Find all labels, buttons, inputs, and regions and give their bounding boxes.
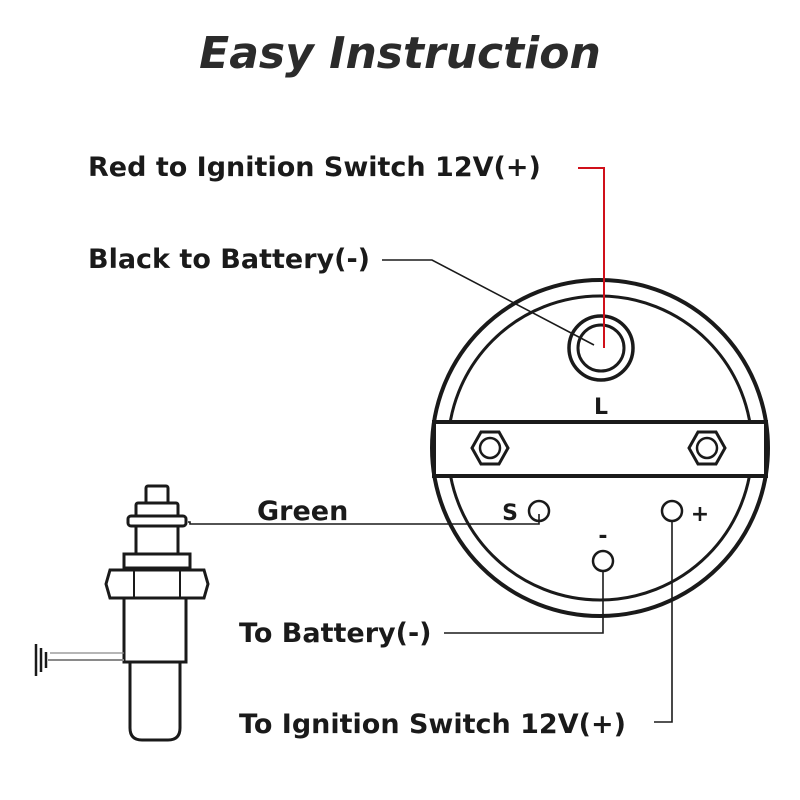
sender-probe bbox=[128, 660, 182, 742]
label-to-battery: To Battery(-) bbox=[239, 618, 432, 649]
terminal-plus-label: + bbox=[691, 502, 709, 527]
sender-insulator bbox=[134, 524, 180, 556]
sender-collar bbox=[122, 552, 192, 570]
green-wire-line bbox=[188, 514, 540, 525]
ground-symbol bbox=[34, 644, 124, 676]
ignition-plus-wire bbox=[654, 521, 673, 723]
red-wire-line bbox=[578, 167, 605, 348]
terminal-s-label: S bbox=[502, 501, 518, 526]
lamp-socket-outer bbox=[567, 314, 635, 382]
terminal-l-label: L bbox=[594, 395, 608, 420]
battery-minus-wire bbox=[444, 571, 604, 634]
bracket-nut-right bbox=[687, 430, 727, 466]
sender-thread bbox=[122, 596, 188, 664]
black-wire-leader bbox=[382, 259, 595, 346]
sender-hex bbox=[104, 568, 210, 600]
terminal-minus bbox=[591, 549, 615, 573]
label-to-ignition: To Ignition Switch 12V(+) bbox=[239, 709, 626, 740]
label-green-wire: Green bbox=[257, 496, 348, 527]
label-red-wire: Red to Ignition Switch 12V(+) bbox=[88, 152, 541, 183]
temperature-sender bbox=[104, 484, 210, 742]
terminal-plus bbox=[660, 499, 684, 523]
gauge-back: L S + - bbox=[430, 278, 770, 618]
terminal-minus-label: - bbox=[598, 524, 607, 549]
lamp-socket-inner bbox=[576, 323, 626, 373]
label-black-wire: Black to Battery(-) bbox=[88, 244, 370, 275]
diagram-title: Easy Instruction bbox=[199, 28, 601, 79]
bracket-nut-left bbox=[470, 430, 510, 466]
